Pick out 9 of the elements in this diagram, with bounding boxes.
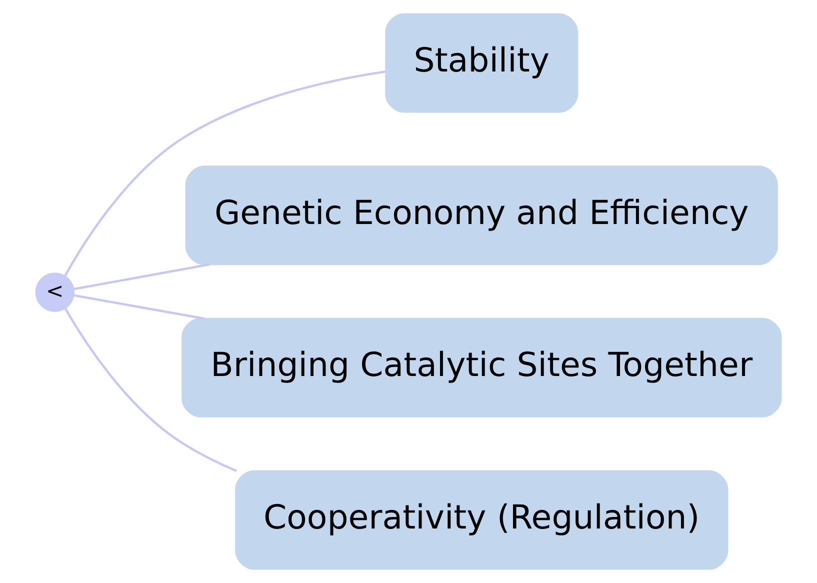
node-box: Bringing Catalytic Sites Together bbox=[182, 318, 782, 418]
node-circle: < bbox=[35, 272, 74, 312]
connector bbox=[73, 294, 205, 320]
node-box: Genetic Economy and Efficiency bbox=[185, 166, 778, 266]
connector bbox=[73, 263, 210, 290]
connector bbox=[64, 308, 238, 472]
node-box: Cooperativity (Regulation) bbox=[235, 470, 728, 570]
connector bbox=[64, 70, 386, 276]
node-box: Stability bbox=[385, 13, 578, 113]
